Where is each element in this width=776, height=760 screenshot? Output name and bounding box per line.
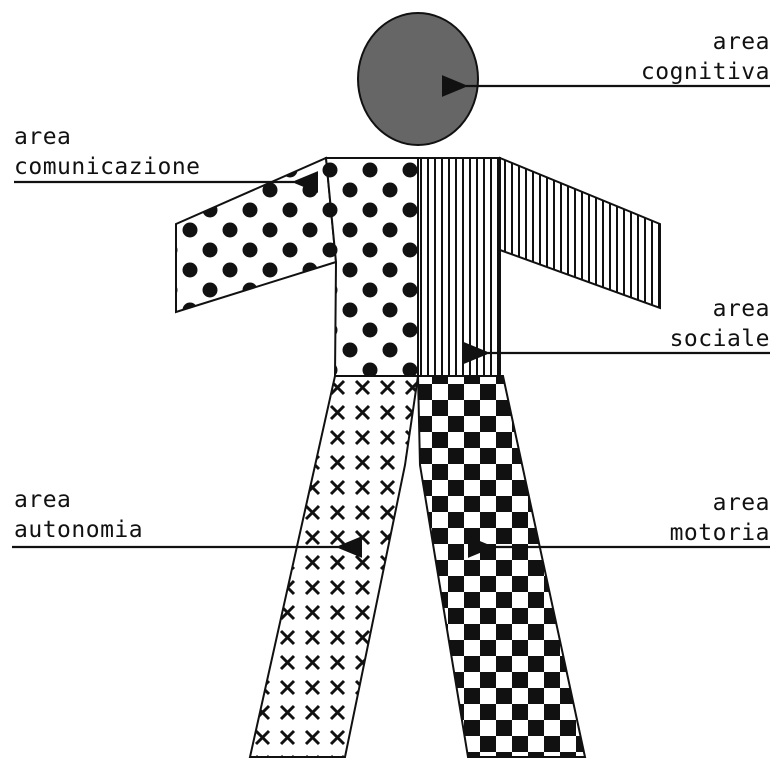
label-motoria-line2: motoria (670, 520, 770, 546)
label-comunicazione: area comunicazione (14, 124, 201, 180)
torso-comunicazione (326, 158, 418, 376)
label-sociale: area sociale (670, 296, 770, 352)
label-autonomia-line2: autonomia (14, 517, 143, 543)
torso-sociale (418, 158, 500, 376)
label-comunicazione-line2: comunicazione (14, 154, 201, 180)
label-cognitiva-line2: cognitiva (641, 59, 770, 85)
label-autonomia-line1: area (14, 487, 71, 513)
label-comunicazione-line1: area (14, 124, 71, 150)
label-sociale-line2: sociale (670, 326, 770, 352)
label-motoria: area motoria (670, 490, 770, 546)
label-sociale-line1: area (713, 296, 770, 322)
label-motoria-line1: area (713, 490, 770, 516)
right-arm-sociale (500, 158, 660, 308)
head-cognitiva (358, 13, 478, 145)
right-leg-motoria (418, 376, 585, 757)
label-cognitiva: area cognitiva (641, 29, 770, 85)
left-leg-autonomia (250, 376, 418, 757)
label-cognitiva-line1: area (713, 29, 770, 55)
label-autonomia: area autonomia (14, 487, 143, 543)
